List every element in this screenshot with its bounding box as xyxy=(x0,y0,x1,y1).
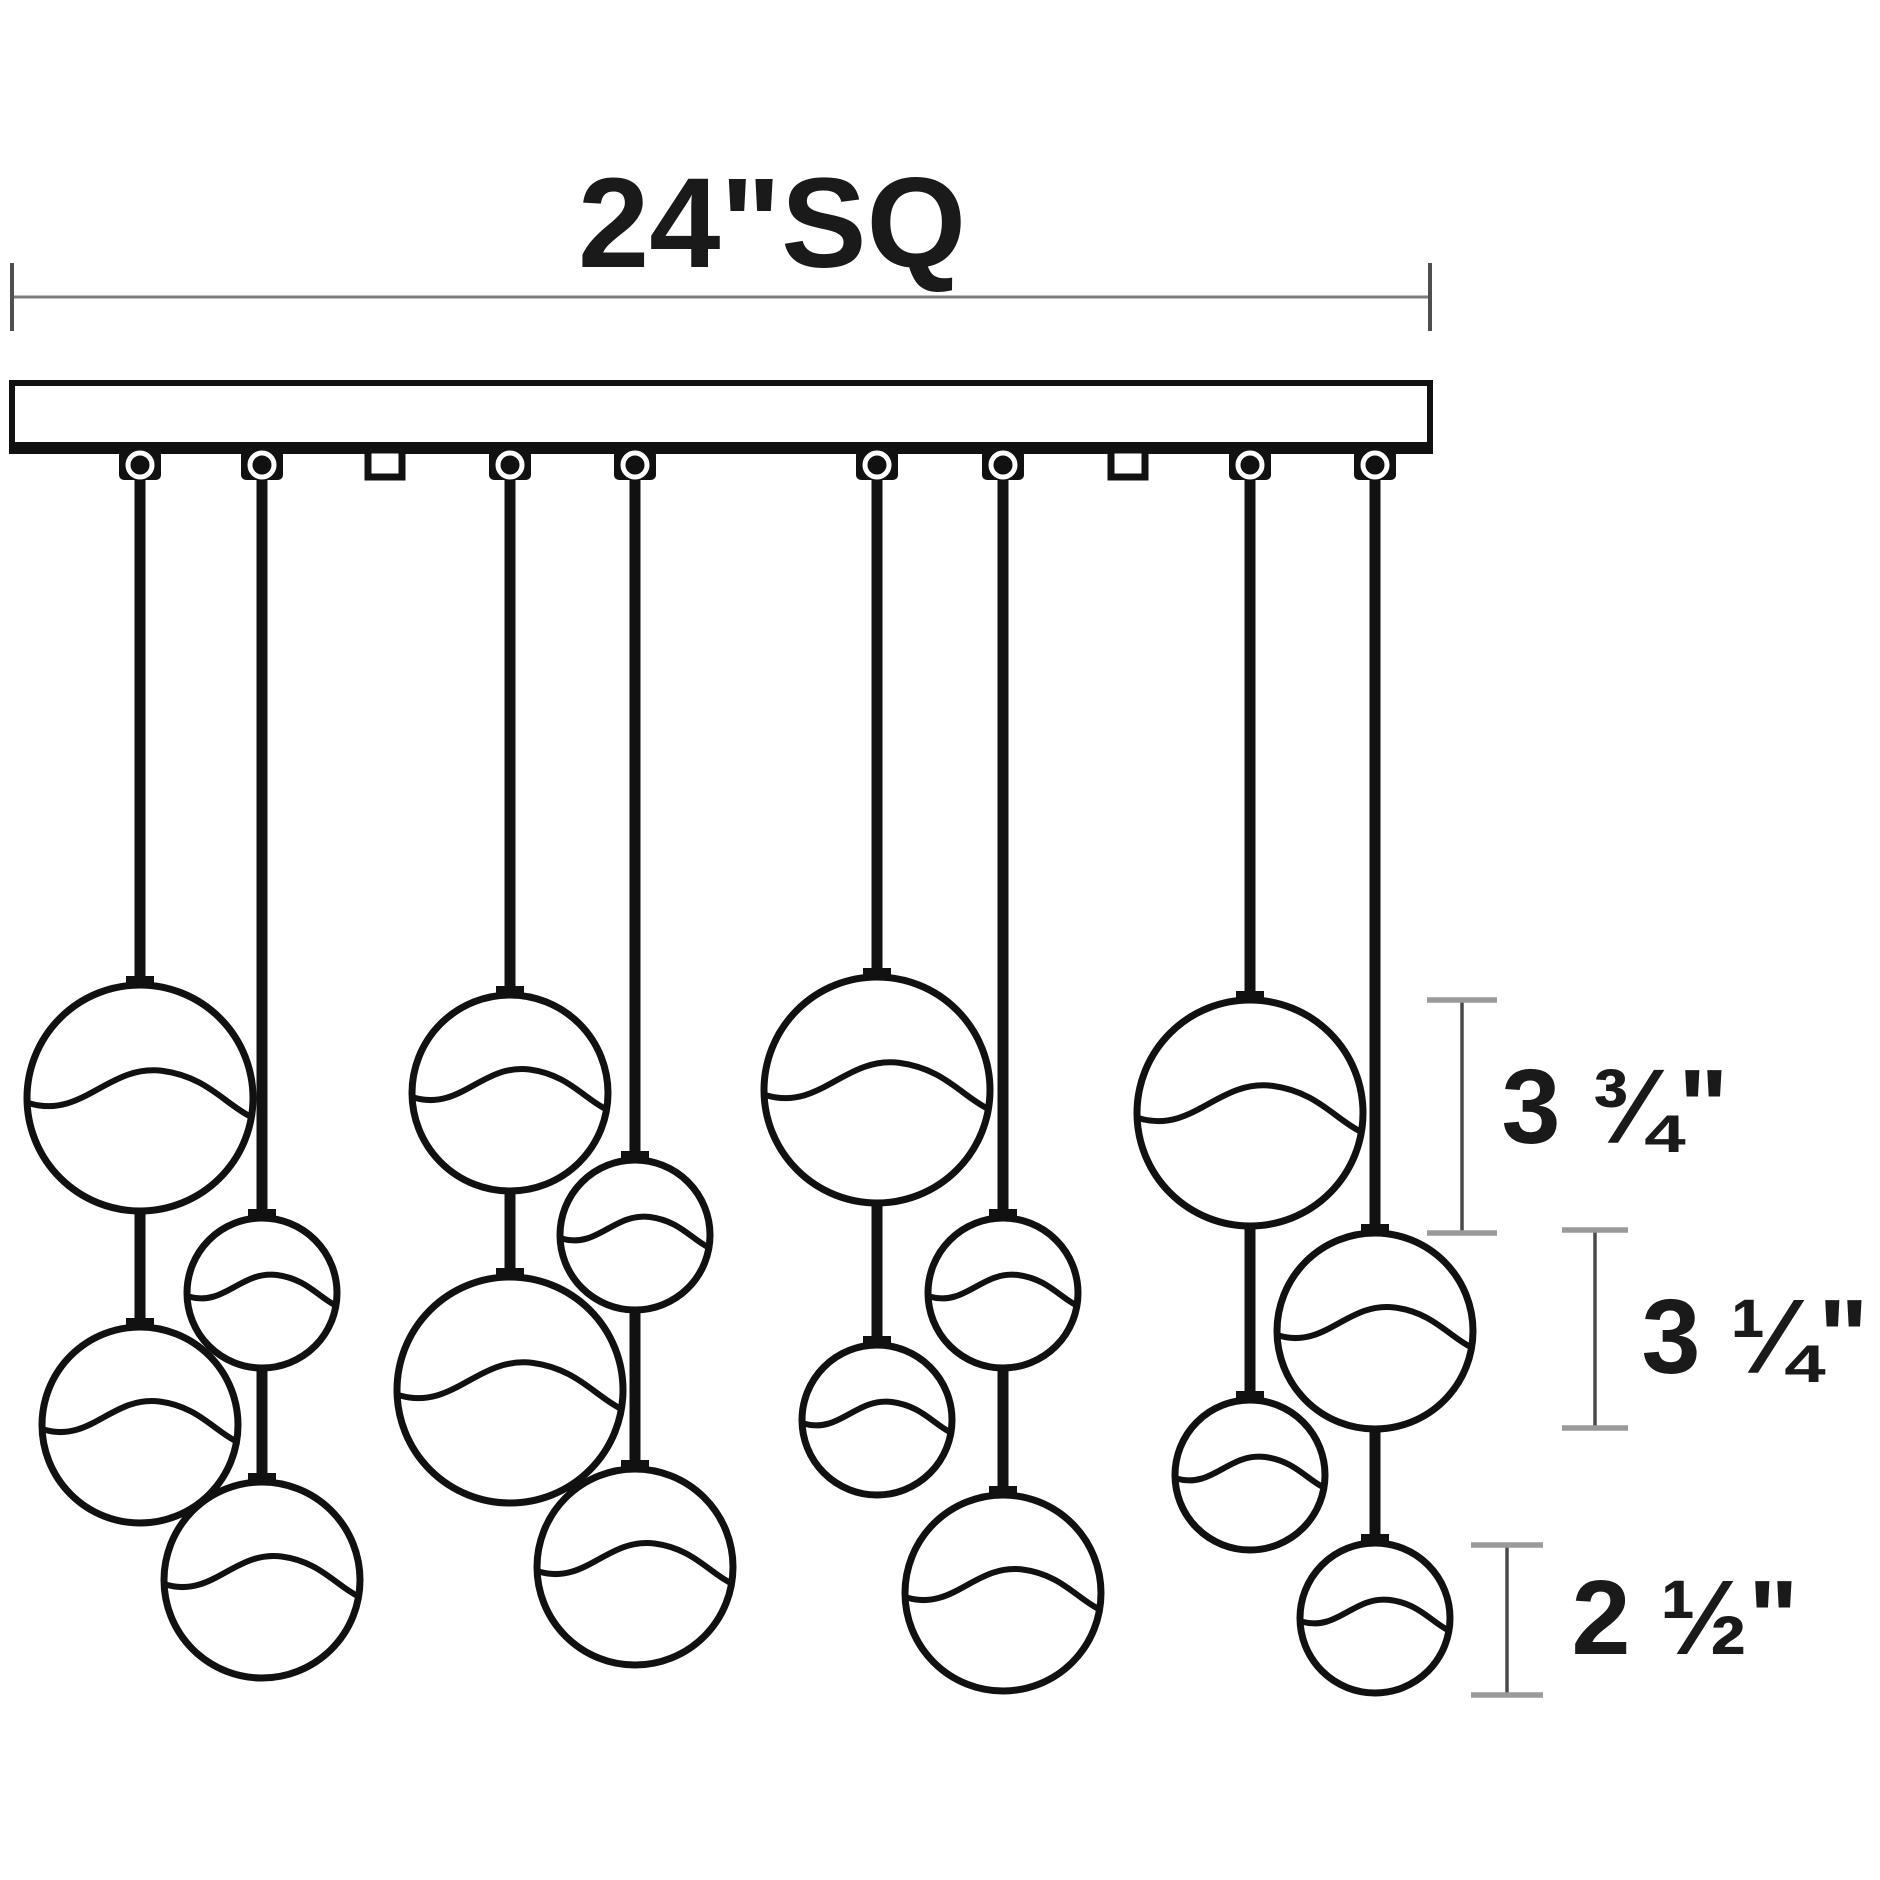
wave-accent-line xyxy=(397,1359,623,1412)
wave-accent-line xyxy=(27,1067,253,1120)
wave-accent-line xyxy=(411,1066,609,1112)
wave-accent-line xyxy=(41,1398,239,1444)
canopy-fitting xyxy=(982,450,1024,480)
wave-accent-line xyxy=(764,1059,990,1112)
large-globe-size-label: 3 ¾" xyxy=(1501,1048,1729,1166)
wave-accent-line xyxy=(1174,1453,1326,1490)
canopy-fitting xyxy=(614,450,656,480)
pendant-globe-medium xyxy=(160,1473,364,1682)
globe-dimension-bracket-small xyxy=(1471,1542,1543,1698)
canopy-width-label: 24"SQ xyxy=(578,152,966,295)
canopy-fitting xyxy=(1229,450,1271,480)
canopy-fitting xyxy=(856,450,898,480)
pendant-globe-large xyxy=(393,1268,627,1507)
empty-mount-plate xyxy=(1107,446,1149,481)
pendant-globe-small xyxy=(183,1209,341,1372)
pendant-globe-large xyxy=(23,976,257,1215)
pendant-globe-medium xyxy=(901,1486,1105,1695)
pendant-globe-medium xyxy=(1273,1224,1477,1433)
wave-accent-line xyxy=(1276,1304,1474,1350)
canopy-fitting xyxy=(489,450,531,480)
wave-accent-line xyxy=(1137,1082,1363,1135)
wave-accent-line xyxy=(163,1553,361,1599)
small-globe-size-label: 2 ½" xyxy=(1571,1559,1799,1677)
globe-dimension-bracket-medium xyxy=(1562,1227,1628,1431)
medium-globe-size-label: 3 ¼" xyxy=(1641,1278,1869,1396)
canopy-fitting xyxy=(119,450,161,480)
wave-accent-line xyxy=(559,1213,711,1250)
pendant-globe-medium xyxy=(533,1460,737,1669)
canopy-fitting xyxy=(241,450,283,480)
wave-accent-line xyxy=(186,1271,338,1308)
pendant-globe-small xyxy=(1296,1534,1454,1697)
wave-accent-line xyxy=(801,1398,953,1435)
pendant-globe-small xyxy=(1171,1391,1329,1554)
pendant-globe-small xyxy=(924,1209,1082,1372)
wave-accent-line xyxy=(927,1271,1079,1308)
pendant-globe-medium xyxy=(38,1318,242,1527)
globe-dimension-bracket-large xyxy=(1427,997,1497,1236)
width-dimension-line xyxy=(10,263,1432,331)
empty-mount-plate xyxy=(364,446,406,481)
wave-accent-line xyxy=(904,1566,1102,1612)
pendant-globe-large xyxy=(760,968,994,1207)
canopy-fitting xyxy=(1354,450,1396,480)
wave-accent-line xyxy=(1299,1596,1451,1633)
pendant-globe-small xyxy=(798,1336,956,1499)
pendant-globe-large xyxy=(1133,991,1367,1230)
pendant-globe-small xyxy=(556,1151,714,1314)
canopy-bar xyxy=(9,380,1433,454)
pendant-globe-medium xyxy=(408,986,612,1195)
wave-accent-line xyxy=(536,1540,734,1586)
